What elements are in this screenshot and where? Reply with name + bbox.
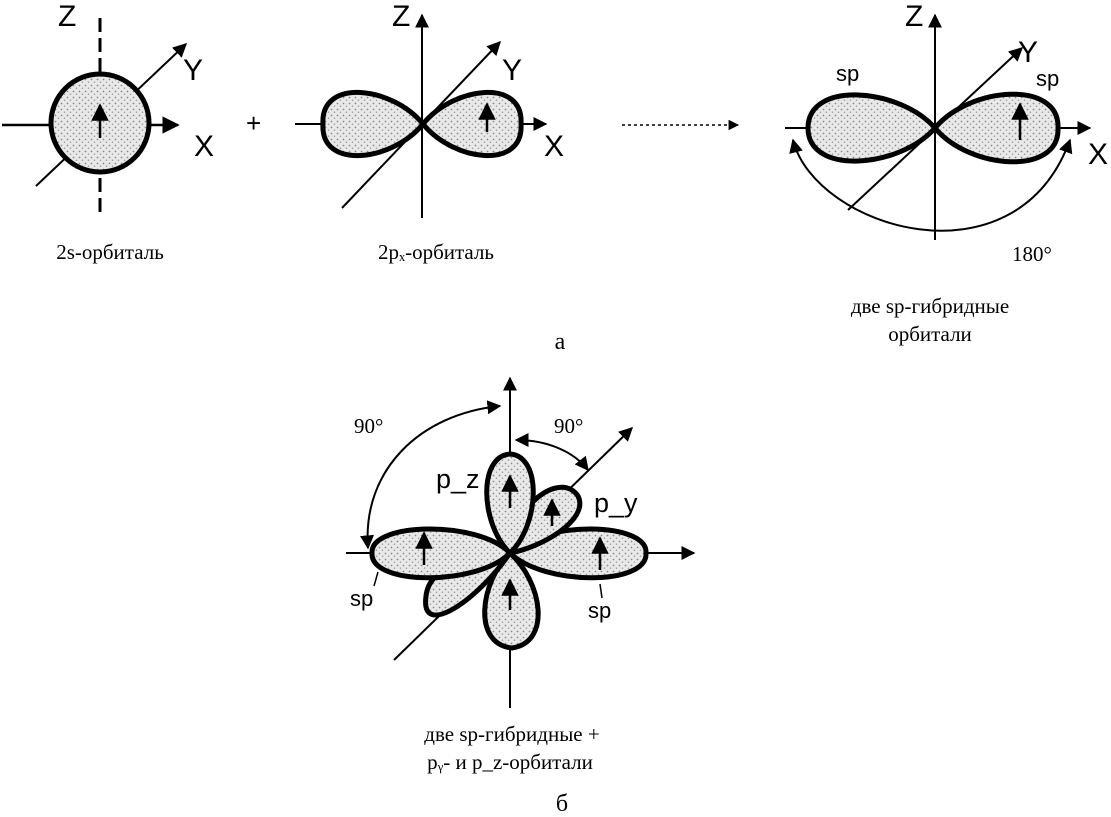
b-label-pz: p_z [436, 464, 480, 494]
b-angle-label-right: 90° [554, 414, 584, 438]
sp-p-combined-diagram [346, 376, 696, 708]
px-z-axis-label: Z [392, 0, 411, 33]
px-orbital-caption: 2pₓ-орбиталь [377, 240, 495, 264]
plus-sign: + [246, 108, 262, 138]
px-left-lobe [320, 89, 427, 159]
sp-hybrid-diagram [785, 13, 1092, 240]
b-label-py: p_y [594, 488, 638, 518]
b-pz-lower-lobe [482, 549, 541, 651]
s-y-axis-label: Y [183, 54, 204, 87]
s-x-axis-label: X [194, 130, 215, 163]
sp-lobe-label-right: sp [1036, 66, 1060, 91]
part-label-a: а [554, 329, 566, 355]
sp-angle-arc [789, 138, 1073, 232]
sp-caption-line2: орбитали [888, 322, 972, 346]
b-angle-arc-left [360, 400, 502, 550]
px-orbital-diagram [295, 13, 548, 218]
part-label-b: б [555, 791, 569, 817]
s-orbital-diagram [2, 18, 188, 218]
px-y-axis-label: Y [502, 54, 523, 87]
sp-angle-label: 180° [1012, 242, 1052, 266]
sp-left-lobe [805, 92, 939, 164]
b-sp-right-pointer [599, 583, 603, 599]
b-caption-line1: две sp-гибридные + [424, 722, 600, 746]
s-orbital-caption: 2s-орбиталь [56, 240, 164, 264]
px-x-axis-label: X [544, 130, 565, 163]
b-label-sp-left: sp [350, 586, 374, 611]
s-z-axis-label: Z [58, 0, 77, 33]
sp-caption-line1: две sp-гибридные [850, 294, 1010, 318]
px-right-lobe [419, 89, 524, 159]
b-angle-label-left: 90° [354, 414, 384, 438]
b-angle-arc-right [514, 433, 589, 472]
sp-x-axis-label: X [1088, 138, 1109, 171]
b-caption-line2: pᵧ- и p_z-орбитали [427, 750, 593, 774]
sp-z-axis-label: Z [905, 0, 924, 33]
sp-y-axis-label: Y [1018, 36, 1039, 69]
sp-lobe-label-left: sp [836, 61, 860, 86]
sp-right-lobe [931, 91, 1061, 165]
b-sp-left-pointer [373, 571, 379, 587]
b-label-sp-right: sp [588, 598, 612, 623]
